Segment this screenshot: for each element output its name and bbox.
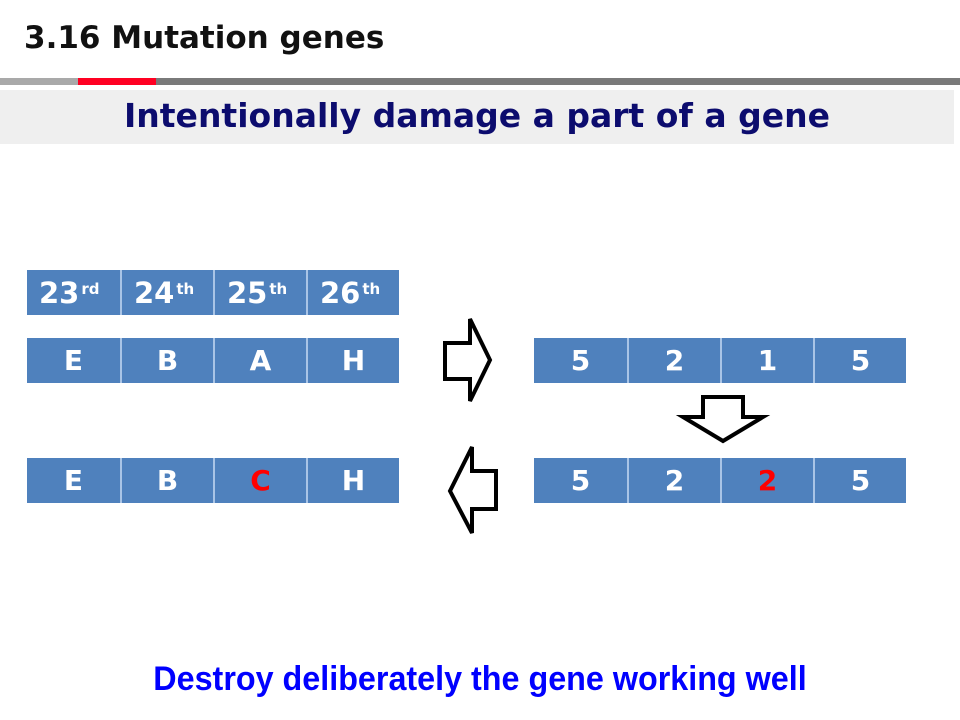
letter-cell: H <box>306 458 399 503</box>
digit-cell: 1 <box>720 338 813 383</box>
letter-cell: E <box>27 458 120 503</box>
arrow-left-icon <box>447 446 498 534</box>
digit-cell: 5 <box>813 458 906 503</box>
digit-cell: 2 <box>627 338 720 383</box>
letter-cell: H <box>306 338 399 383</box>
slide-title: 3.16 Mutation genes <box>24 20 385 56</box>
digit-cell: 5 <box>813 338 906 383</box>
title-rule-accent <box>78 78 156 85</box>
letter-cell: B <box>120 338 213 383</box>
original-letters-row: E B A H <box>27 338 399 383</box>
subtitle-band <box>0 90 954 144</box>
letter-cell: A <box>213 338 306 383</box>
mutated-digit-cell: 2 <box>720 458 813 503</box>
slide-footer: Destroy deliberately the gene working we… <box>153 660 807 698</box>
title-rule-right <box>156 78 960 85</box>
mutated-letter-cell: C <box>213 458 306 503</box>
slide-subtitle: Intentionally damage a part of a gene <box>124 96 830 135</box>
arrow-down-icon <box>675 395 771 444</box>
original-digits-row: 5 2 1 5 <box>534 338 906 383</box>
title-rule-left <box>0 78 78 85</box>
digit-cell: 5 <box>534 338 627 383</box>
letter-cell: E <box>27 338 120 383</box>
mutated-digits-row: 5 2 2 5 <box>534 458 906 503</box>
digit-cell: 5 <box>534 458 627 503</box>
arrow-right-icon <box>443 318 493 402</box>
digit-cell: 2 <box>627 458 720 503</box>
mutated-letters-row: E B C H <box>27 458 399 503</box>
letter-cell: B <box>120 458 213 503</box>
